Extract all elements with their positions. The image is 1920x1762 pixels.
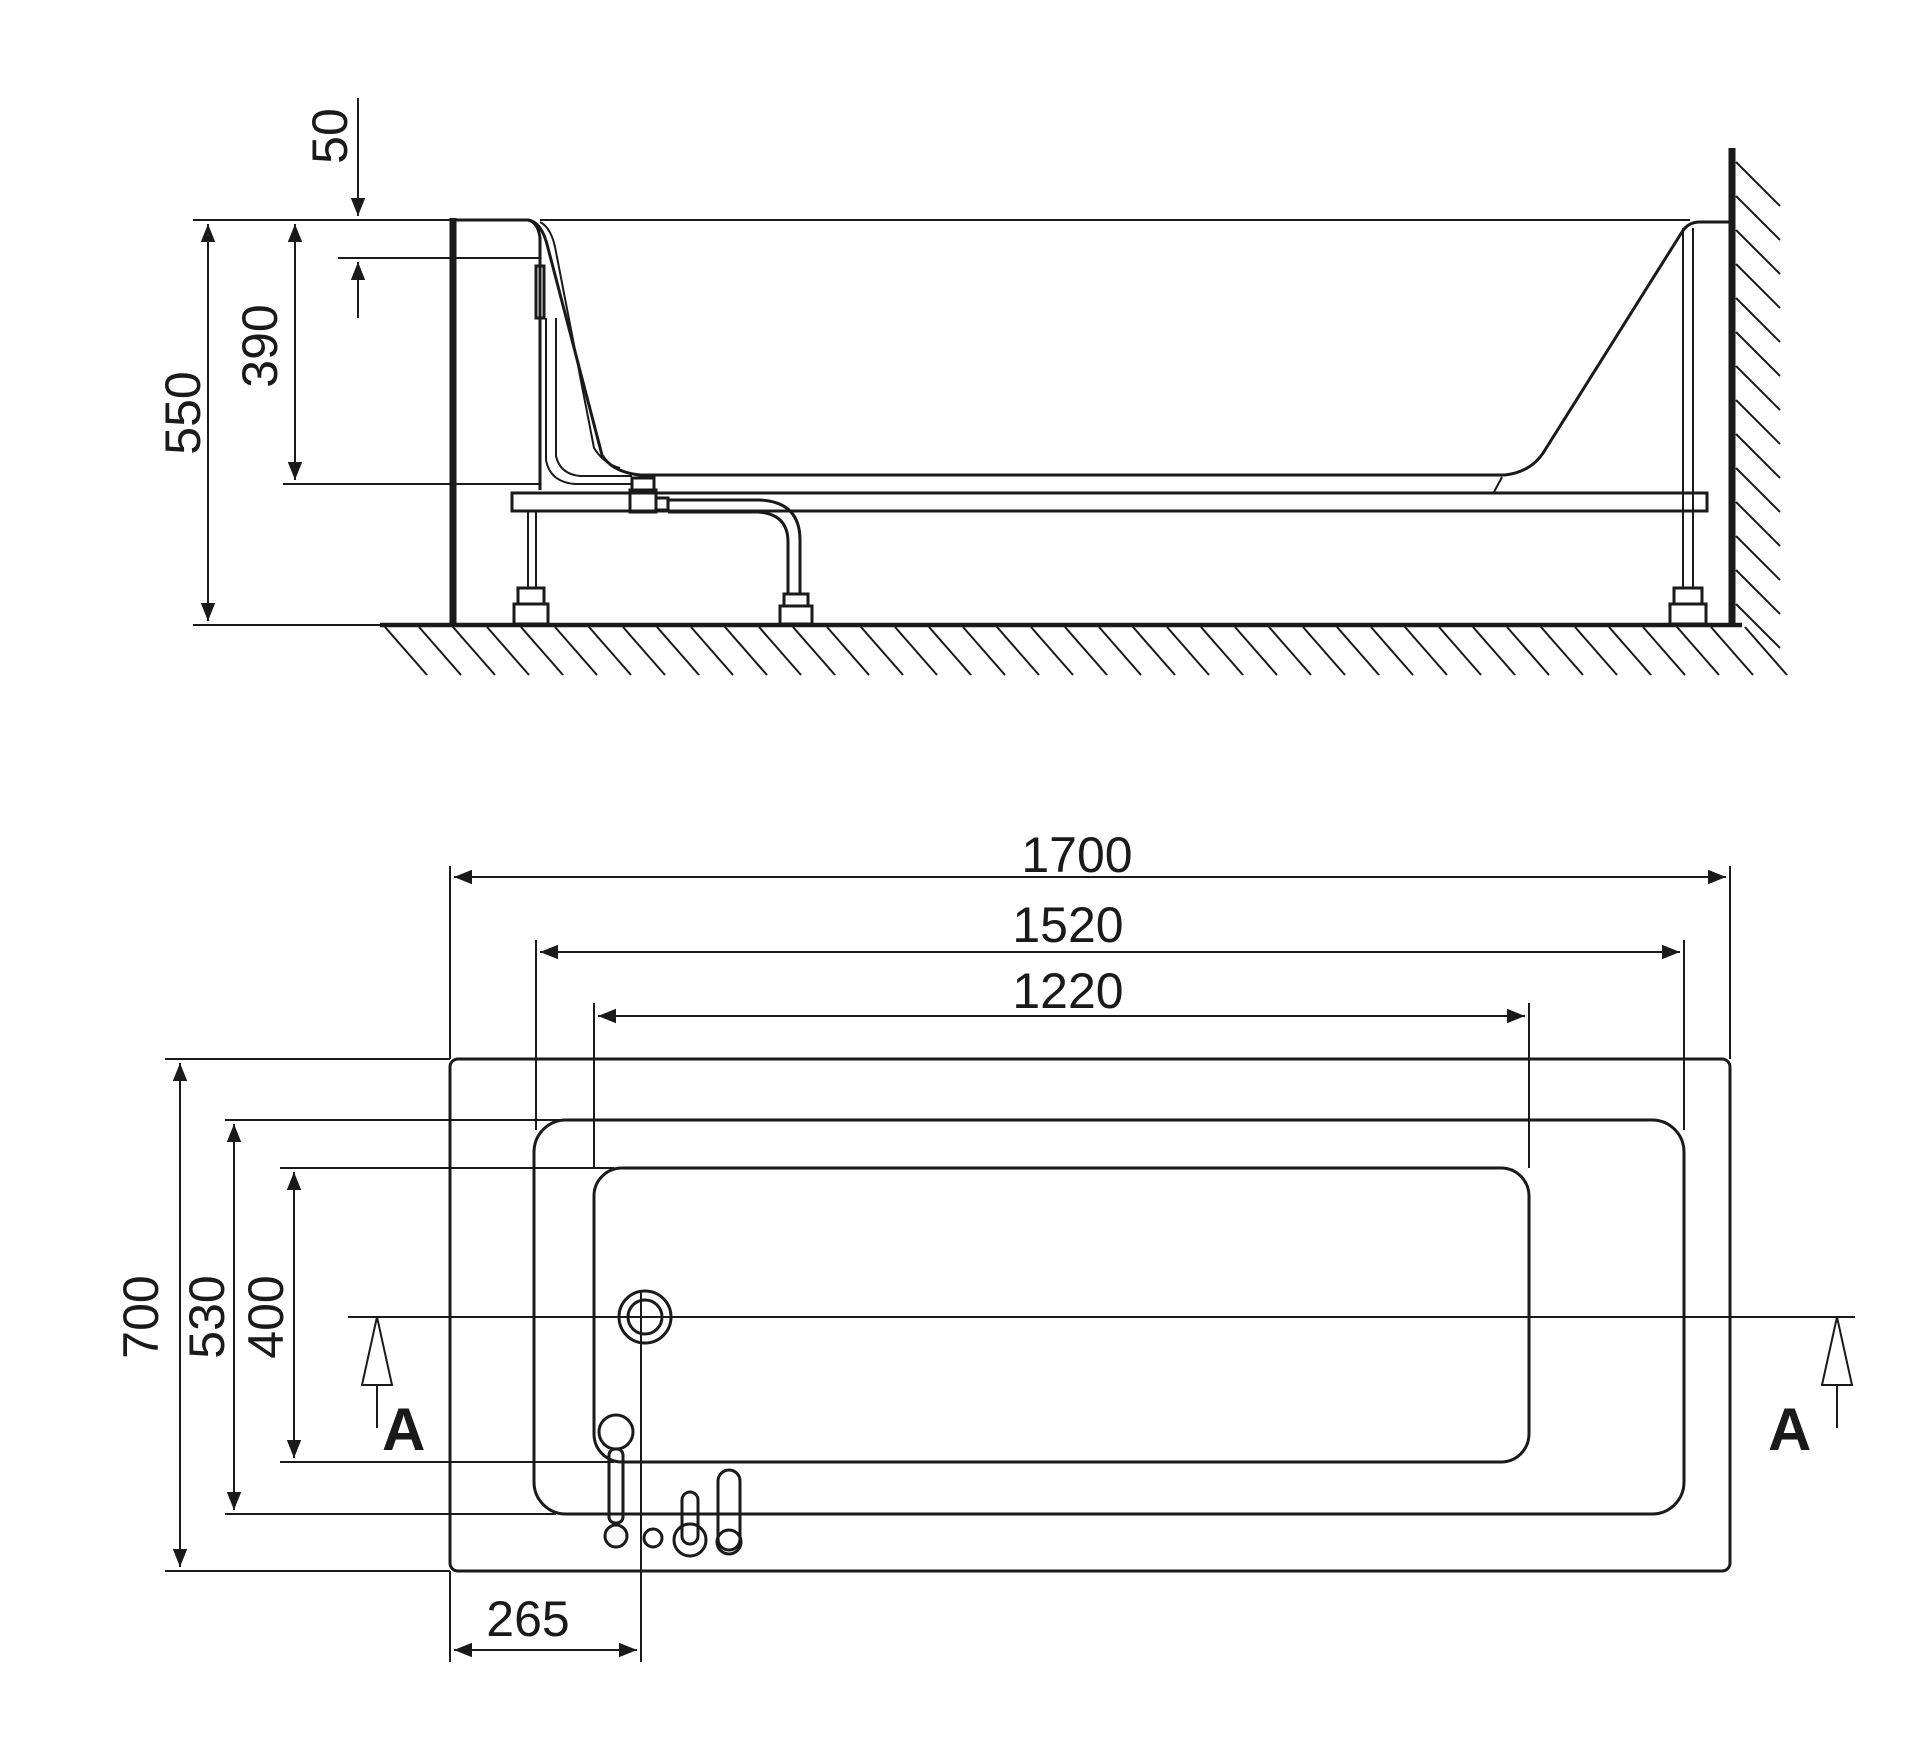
dimension-label-1700: 1700	[1021, 827, 1132, 883]
floor-hatching	[380, 622, 1788, 676]
overflow-drain-assembly	[534, 264, 814, 626]
dimension-bottom-length-1220: 1220	[593, 963, 1530, 1168]
section-label-right: A	[1768, 1396, 1811, 1463]
section-marker-right: A	[1768, 1316, 1854, 1463]
drain	[617, 1289, 673, 1345]
dimension-inner-width-530: 530	[179, 1119, 596, 1515]
tub-outer-outline	[448, 1057, 1732, 1573]
dimension-label-390: 390	[232, 304, 288, 387]
dimension-label-530: 530	[179, 1275, 235, 1358]
section-marker-left: A	[360, 1316, 425, 1463]
tub-shell-profile	[527, 218, 1732, 493]
dimension-bottom-width-400: 400	[238, 1167, 614, 1463]
dimension-height-550: 550	[155, 219, 453, 626]
dimension-label-700: 700	[113, 1275, 169, 1358]
overflow-and-mixer-fittings	[597, 1413, 743, 1558]
top-view: A A 1700 1520 1220	[113, 827, 1855, 1662]
dimension-drain-offset-265: 265	[449, 1290, 642, 1662]
dimension-label-1520: 1520	[1012, 897, 1123, 953]
tub-bottom-outline	[592, 1166, 1531, 1464]
dimension-width-700: 700	[113, 1058, 450, 1572]
dimension-label-550: 550	[155, 371, 211, 454]
dimension-depth-390: 390	[232, 224, 540, 485]
section-label-left: A	[382, 1396, 425, 1463]
dimension-label-1220: 1220	[1012, 963, 1123, 1019]
dimension-label-265: 265	[486, 1591, 569, 1647]
dimension-inner-length-1520: 1520	[535, 897, 1685, 1130]
dimension-rim-50: 50	[302, 98, 540, 318]
dimension-label-50: 50	[302, 108, 358, 164]
front-panel	[449, 218, 542, 625]
side-view: 550 390 50	[155, 98, 1788, 676]
wall-hatching	[1728, 148, 1781, 649]
support-frame	[510, 228, 1709, 626]
dimension-length-1700: 1700	[449, 827, 1731, 1059]
dimension-label-400: 400	[238, 1275, 294, 1358]
